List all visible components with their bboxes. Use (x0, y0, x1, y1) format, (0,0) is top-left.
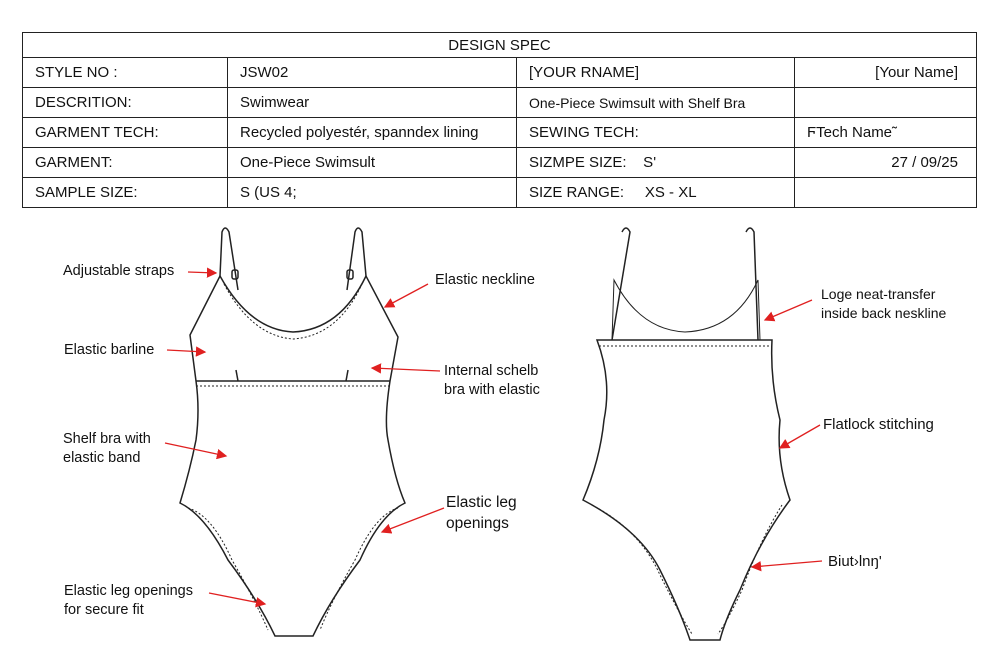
cell: SIZE RANGE: XS - XL (516, 177, 795, 208)
callout-elastic-barline: Elastic barline (64, 342, 155, 358)
cell: [Your Name] (794, 57, 977, 88)
cell: One-Piece Swimsult with Shelf Bra (516, 87, 795, 118)
callout-leg-secure-fit: Elastic leg openings for secure fit (64, 582, 193, 620)
cell: SEWING TECH: (516, 117, 795, 148)
callout-line: Elastic leg (446, 494, 517, 511)
cell: [YOUR RNAME] (516, 57, 795, 88)
callout-adjustable-straps: Adjustable straps (63, 263, 175, 279)
cell: Recycled polyestér, spanndex lining (227, 117, 517, 148)
cell: S (US 4; (227, 177, 517, 208)
table-row: GARMENT: One-Piece Swimsult SIZMPE SIZE:… (22, 147, 977, 178)
cell (794, 87, 977, 118)
table-row: SAMPLE SIZE: S (US 4; SIZE RANGE: XS - X… (22, 177, 977, 208)
callout-elastic-neckline: Elastic neckline (435, 272, 535, 288)
callout-line: for secure fit (64, 602, 144, 618)
table-title: DESIGN SPEC (22, 32, 977, 58)
cell: 27 / 09/25 (794, 147, 977, 178)
callout-binding: Biut›lnŋ' (828, 553, 882, 570)
callout-line: Shelf bra with (63, 431, 151, 447)
callout-line: bra with elastic (444, 382, 540, 398)
callout-line: Loge neat-transfer (821, 286, 936, 302)
callout-line: Elastic leg openings (64, 583, 193, 599)
cell: SAMPLE SIZE: (22, 177, 228, 208)
table-row: STYLE NO : JSW02 [YOUR RNAME] [Your Name… (22, 57, 977, 88)
cell: STYLE NO : (22, 57, 228, 88)
callout-flatlock: Flatlock stitching (823, 416, 934, 433)
back-swimsuit (582, 227, 791, 641)
callout-elastic-leg: Elastic leg openings (446, 492, 517, 534)
table-row: GARMENT TECH: Recycled polyestér, spannd… (22, 117, 977, 148)
callout-line: Internal schelb (444, 363, 539, 379)
callout-shelf-bra: Shelf bra with elastic band (63, 430, 151, 468)
callout-logo-transfer: Loge neat-transfer inside back neskline (821, 285, 946, 323)
cell: SIZMPE SIZE: S' (516, 147, 795, 178)
callout-internal-shelf-bra: Internal schelb bra with elastic (444, 362, 540, 400)
cell: GARMENT TECH: (22, 117, 228, 148)
cell: DESCRITION: (22, 87, 228, 118)
cell: Swimwear (227, 87, 517, 118)
callout-line: openings (446, 515, 509, 532)
callout-line: inside back neskline (821, 305, 947, 321)
cell (794, 177, 977, 208)
callout-line: elastic band (63, 450, 141, 466)
callout-arrows (164, 267, 823, 608)
table-row: DESCRITION: Swimwear One-Piece Swimsult … (22, 87, 977, 118)
front-swimsuit (179, 227, 406, 637)
design-spec-table: DESIGN SPEC STYLE NO : JSW02 [YOUR RNAME… (22, 32, 977, 208)
